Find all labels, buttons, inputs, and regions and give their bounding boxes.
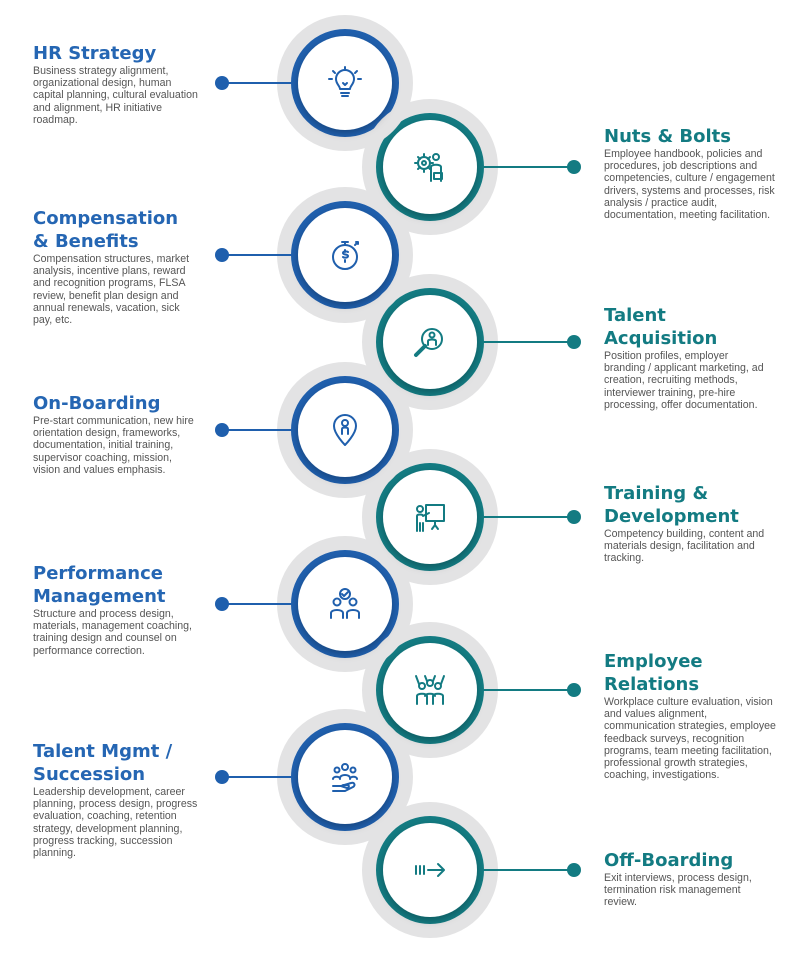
connector-dot [215, 423, 229, 437]
step-description: Pre-start communication, new hire orient… [33, 415, 194, 476]
node-disc [298, 36, 392, 130]
location-pin-person-icon [333, 414, 357, 446]
step-node [298, 383, 392, 477]
step-description: Position profiles, employer branding / a… [604, 350, 764, 411]
connector-dot [567, 683, 581, 697]
step-title: Talent Mgmt / Succession [33, 741, 173, 785]
step-nuts-bolts: Nuts & Bolts Employee handbook, policies… [604, 125, 776, 221]
presentation-board-icon [416, 504, 445, 532]
step-training-development: Training & Development Competency buildi… [604, 482, 776, 565]
node-disc [298, 730, 392, 824]
step-description: Structure and process design, materials,… [33, 608, 192, 657]
step-node [298, 36, 392, 130]
step-node [383, 643, 477, 737]
gears-person-icon [414, 153, 443, 182]
step-title: Training & Development [604, 483, 739, 527]
connector-dot [567, 863, 581, 877]
connector-dot [215, 770, 229, 784]
hand-holding-people-icon [332, 763, 358, 792]
step-title: Off-Boarding [604, 850, 734, 871]
step-employee-relations: Employee Relations Workplace culture eva… [604, 650, 776, 781]
step-compensation-benefits: Compensation & Benefits Compensation str… [33, 207, 195, 326]
step-off-boarding: Off-Boarding Exit interviews, process de… [604, 849, 776, 909]
step-on-boarding: On-Boarding Pre-start communication, new… [33, 392, 198, 476]
step-performance-management: Performance Management Structure and pro… [33, 562, 201, 657]
step-description: Workplace culture evaluation, vision and… [604, 696, 776, 782]
step-node [383, 295, 477, 389]
step-node [383, 120, 477, 214]
connector-dot [215, 248, 229, 262]
step-node [383, 470, 477, 564]
node-disc [383, 643, 477, 737]
step-title: On-Boarding [33, 393, 161, 414]
step-description: Business strategy alignment, organizatio… [33, 65, 198, 126]
connector-dot [567, 510, 581, 524]
node-disc [298, 557, 392, 651]
step-talent-mgmt-succession: Talent Mgmt / Succession Leadership deve… [33, 740, 211, 859]
step-node [298, 730, 392, 824]
connector-dot [567, 335, 581, 349]
step-description: Compensation structures, market analysis… [33, 253, 190, 327]
cheering-people-icon [415, 675, 445, 705]
exit-arrow-icon [415, 863, 445, 877]
node-disc [383, 470, 477, 564]
magnifier-person-icon [414, 328, 443, 357]
step-node [298, 208, 392, 302]
node-disc [383, 295, 477, 389]
step-talent-acquisition: Talent Acquisition Position profiles, em… [604, 304, 772, 411]
step-title: Talent Acquisition [604, 305, 718, 349]
step-node [298, 557, 392, 651]
step-title: Performance Management [33, 563, 166, 607]
step-description: Competency building, content and materia… [604, 528, 765, 565]
connector-dot [567, 160, 581, 174]
step-title: HR Strategy [33, 43, 157, 64]
stopwatch-dollar-icon [332, 241, 359, 270]
step-description: Leadership development, career planning,… [33, 786, 198, 860]
connector-dot [215, 597, 229, 611]
node-disc [298, 383, 392, 477]
step-title: Employee Relations [604, 651, 703, 695]
step-title: Nuts & Bolts [604, 126, 732, 147]
step-description: Exit interviews, process design, termina… [604, 872, 752, 909]
step-title: Compensation & Benefits [33, 208, 179, 252]
team-check-icon [330, 588, 360, 619]
step-hr-strategy: HR Strategy Business strategy alignment,… [33, 42, 201, 126]
step-description: Employee handbook, policies and procedur… [604, 148, 775, 222]
step-node [383, 823, 477, 917]
connector-dot [215, 76, 229, 90]
lightbulb-icon [328, 66, 362, 97]
